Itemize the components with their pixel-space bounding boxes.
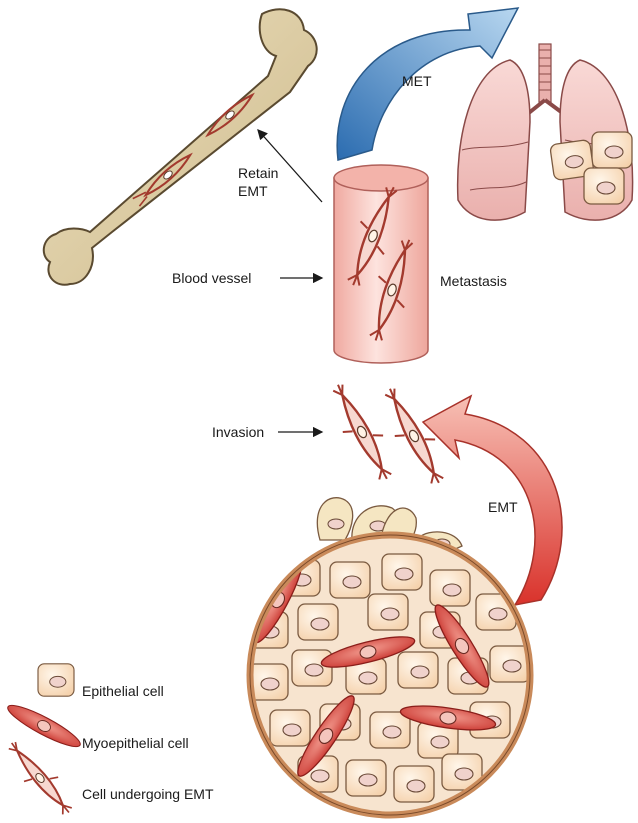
legend-epithelial-label: Epithelial cell <box>82 683 164 699</box>
legend-epithelial-icon <box>37 663 75 697</box>
metastasis-label: Metastasis <box>440 273 507 289</box>
legend: Epithelial cell Myoepithelial cell Cell … <box>0 663 214 823</box>
retain-label-line2: EMT <box>238 183 268 199</box>
retain-label-line1: Retain <box>238 165 278 181</box>
blood-vessel-label: Blood vessel <box>172 270 251 286</box>
emt-curved-arrow-icon <box>421 394 563 607</box>
legend-emt-cell-label: Cell undergoing EMT <box>82 786 214 802</box>
lungs-icon <box>456 43 634 221</box>
met-label: MET <box>402 73 432 89</box>
emt-label: EMT <box>488 499 518 515</box>
legend-myoepithelial-label: Myoepithelial cell <box>82 735 189 751</box>
met-curved-arrow-icon <box>336 7 520 161</box>
femur-bone-icon <box>42 8 318 286</box>
legend-emt-cell-icon <box>0 733 82 823</box>
invasion-label: Invasion <box>212 424 264 440</box>
blood-vessel-icon <box>333 164 429 364</box>
tumor-duct-icon <box>246 497 534 819</box>
